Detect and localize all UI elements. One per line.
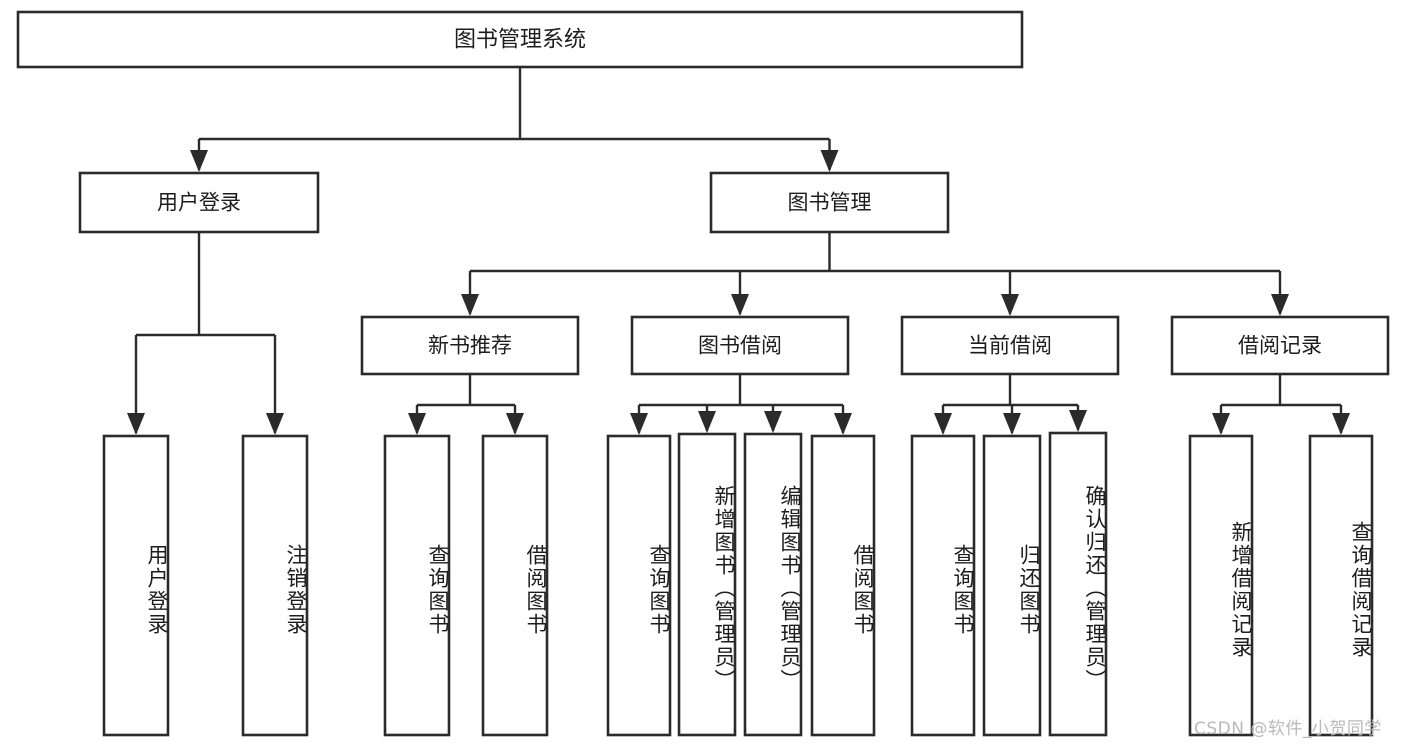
node-leaf-logout[interactable] [241,434,309,737]
arrow-to-book-borrow [731,294,749,316]
node-leaf-query-book-2[interactable] [606,434,672,737]
node-leaf-query-record[interactable] [1308,434,1374,737]
node-leaf-borrow-book-2[interactable] [810,434,876,737]
node-leaf-edit-book[interactable] [743,432,803,737]
arrow-to-leaf-logout [266,413,284,435]
node-leaf-add-record[interactable] [1188,434,1254,737]
arrow-to-leaf-edit-book [764,411,782,433]
arrow-to-new-book-recommend [461,294,479,316]
node-leaf-return-book[interactable] [982,434,1042,737]
node-label-borrow-record: 借阅记录 [1238,334,1322,358]
node-label-new-book-recommend: 新书推荐 [428,334,512,358]
node-leaf-query-book-1[interactable] [383,434,451,737]
arrow-to-leaf-user-login [127,413,145,435]
arrow-to-leaf-add-book [698,411,716,433]
arrow-to-borrow-record [1271,294,1289,316]
node-book-manage[interactable] [709,171,950,234]
node-label-book-manage: 图书管理 [788,191,872,215]
node-new-book-recommend[interactable] [360,315,580,376]
arrow-to-leaf-add-record [1212,413,1230,435]
node-label-book-borrow: 图书借阅 [698,334,782,358]
arrow-to-leaf-borrow-book-1 [506,413,524,435]
connectors-layer [127,67,1350,435]
arrow-to-leaf-query-record [1332,413,1350,435]
arrow-to-user-login [190,150,208,172]
node-label-current-borrow: 当前借阅 [968,334,1052,358]
csdn-watermark: CSDN @软件_小贺同学 [1194,719,1382,739]
arrow-to-book-manage [820,150,839,172]
node-user-login[interactable] [78,171,320,234]
node-book-borrow[interactable] [630,315,850,376]
arrow-to-leaf-confirm-return [1069,410,1087,432]
arrow-to-leaf-borrow-book-2 [834,413,852,435]
node-label-book-management-system: 图书管理系统 [454,28,586,53]
arrow-to-current-borrow [1001,294,1019,316]
node-label-user-login: 用户登录 [157,191,241,215]
arrow-to-leaf-query-book-1 [408,413,426,435]
node-leaf-query-book-3[interactable] [910,434,976,737]
node-borrow-record[interactable] [1170,315,1390,376]
arrow-to-leaf-query-book-2 [630,413,648,435]
node-leaf-borrow-book-1[interactable] [481,434,549,737]
node-leaf-user-login[interactable] [102,434,170,737]
arrow-to-leaf-return-book [1003,413,1021,435]
node-book-management-system[interactable] [16,10,1024,69]
node-current-borrow[interactable] [900,315,1120,376]
node-leaf-add-book[interactable] [677,432,737,737]
arrow-to-leaf-query-book-3 [934,413,952,435]
node-leaf-confirm-return[interactable] [1048,431,1108,737]
